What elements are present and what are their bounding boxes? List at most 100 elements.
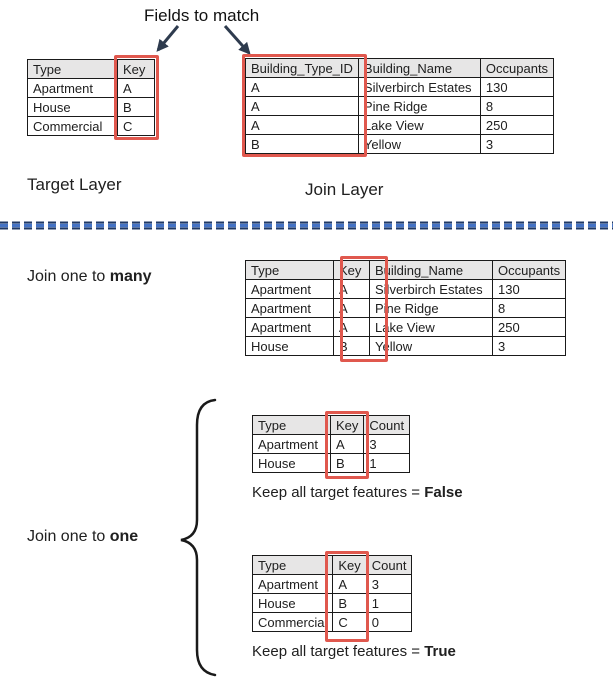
target-layer-label: Target Layer	[27, 175, 122, 194]
column-header: Key	[332, 555, 367, 575]
false-caption: Keep all target features = False	[252, 484, 463, 501]
table-cell: 3	[363, 434, 411, 454]
table-cell: A	[329, 434, 365, 454]
table-cell: 3	[479, 134, 555, 154]
column-header: Occupants	[479, 58, 555, 78]
table-row: Apartment A Pine Ridge 8	[245, 298, 567, 318]
table-row: House B	[27, 97, 155, 117]
column-header: Count	[365, 555, 413, 575]
column-header: Count	[363, 415, 411, 435]
table-cell: 0	[365, 612, 413, 632]
table-cell: Apartment	[245, 298, 334, 318]
table-row: Apartment A Silverbirch Estates 130	[245, 279, 567, 299]
one-to-one-label: Join one to one	[27, 528, 138, 546]
table-cell: House	[27, 97, 118, 117]
one-to-one-label-bold: one	[109, 528, 139, 545]
table-cell: 8	[479, 96, 555, 116]
table-row: A Lake View 250	[245, 115, 555, 135]
table-cell: House	[251, 593, 334, 613]
table-cell: B	[117, 97, 155, 117]
table-row: A Pine Ridge 8	[245, 96, 555, 116]
table-row: House B 1	[252, 453, 411, 473]
table-row: B Yellow 3	[245, 134, 555, 154]
table-cell: Commercial	[27, 116, 118, 136]
table-header-row: Type Key	[27, 59, 155, 79]
table-cell: A	[245, 115, 359, 135]
false-caption-bold: False	[424, 484, 463, 501]
table-cell: Yellow	[369, 336, 493, 356]
join-layer-table: Building_Type_ID Building_Name Occupants…	[245, 58, 555, 154]
curly-brace	[180, 398, 217, 677]
table-cell: 1	[365, 593, 413, 613]
table-cell: 3	[365, 574, 413, 594]
one-to-one-false-table: Type Key Count Apartment A 3 House B 1	[252, 415, 411, 473]
table-row: Commercial C	[27, 116, 155, 136]
arrow-to-target-icon	[156, 25, 180, 52]
table-cell: Pine Ridge	[369, 298, 493, 318]
table-row: Apartment A 3	[252, 434, 411, 454]
table-cell: 130	[491, 279, 567, 299]
one-to-many-label-text: Join one to	[27, 268, 110, 285]
table-header-row: Type Key Building_Name Occupants	[245, 260, 567, 280]
column-header: Key	[117, 59, 155, 79]
table-cell: Silverbirch Estates	[369, 279, 493, 299]
table-cell: Apartment	[252, 434, 331, 454]
column-header: Building_Name	[357, 58, 481, 78]
table-cell: Apartment	[245, 279, 334, 299]
table-cell: A	[245, 96, 359, 116]
table-cell: A	[333, 317, 370, 337]
table-cell: 130	[479, 77, 555, 97]
true-caption-text: Keep all target features =	[252, 643, 425, 660]
table-cell: 1	[363, 453, 411, 473]
table-cell: Lake View	[357, 115, 481, 135]
table-cell: A	[117, 78, 155, 98]
column-header: Building_Type_ID	[245, 58, 359, 78]
column-header: Type	[27, 59, 118, 79]
section-divider	[0, 221, 613, 230]
arrows-graphic	[156, 25, 251, 55]
table-cell: A	[333, 298, 370, 318]
table-cell: C	[117, 116, 155, 136]
one-to-one-label-text: Join one to	[27, 528, 110, 545]
table-cell: 8	[491, 298, 567, 318]
one-to-many-table: Type Key Building_Name Occupants Apartme…	[245, 260, 567, 356]
table-cell: Pine Ridge	[357, 96, 481, 116]
one-to-many-label-bold: many	[109, 268, 152, 285]
table-row: House B 1	[251, 593, 413, 613]
table-row: Apartment A	[27, 78, 155, 98]
table-cell: A	[333, 279, 370, 299]
table-cell: 250	[479, 115, 555, 135]
table-row: A Silverbirch Estates 130	[245, 77, 555, 97]
table-header-row: Type Key Count	[251, 555, 413, 575]
table-header-row: Type Key Count	[252, 415, 411, 435]
table-row: Apartment A Lake View 250	[245, 317, 567, 337]
table-cell: 250	[491, 317, 567, 337]
table-cell: B	[245, 134, 359, 154]
table-cell: A	[332, 574, 367, 594]
table-cell: A	[245, 77, 359, 97]
table-cell: Apartment	[27, 78, 118, 98]
target-layer-table: Type Key Apartment A House B Commercial …	[27, 59, 155, 136]
true-caption: Keep all target features = True	[252, 643, 456, 660]
false-caption-text: Keep all target features =	[252, 484, 425, 501]
table-cell: B	[333, 336, 370, 356]
true-caption-bold: True	[424, 643, 456, 660]
table-cell: Yellow	[357, 134, 481, 154]
column-header: Key	[333, 260, 370, 280]
join-layer-label: Join Layer	[305, 180, 384, 199]
arrow-to-join-icon	[223, 25, 251, 55]
table-cell: C	[332, 612, 367, 632]
table-cell: B	[332, 593, 367, 613]
table-header-row: Building_Type_ID Building_Name Occupants	[245, 58, 555, 78]
table-cell: House	[245, 336, 334, 356]
one-to-one-true-table: Type Key Count Apartment A 3 House B 1 C…	[251, 555, 413, 632]
table-cell: House	[252, 453, 331, 473]
fields-to-match-title: Fields to match	[144, 6, 260, 25]
table-cell: B	[329, 453, 365, 473]
table-cell: Lake View	[369, 317, 493, 337]
table-cell: Apartment	[251, 574, 334, 594]
table-cell: 3	[491, 336, 567, 356]
table-row: House B Yellow 3	[245, 336, 567, 356]
table-cell: Silverbirch Estates	[357, 77, 481, 97]
